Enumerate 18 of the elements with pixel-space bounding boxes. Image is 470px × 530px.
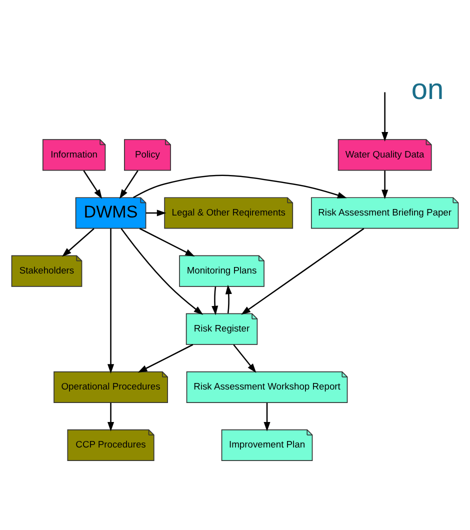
- arrow: [83, 170, 102, 198]
- arrow: [119, 170, 138, 198]
- arrow: [212, 286, 218, 315]
- arrow: [120, 228, 204, 314]
- arrow: [264, 402, 270, 431]
- arrow: [146, 209, 166, 216]
- arrow: [138, 344, 194, 372]
- arrow: [233, 344, 256, 372]
- arrow: [241, 228, 364, 314]
- arrow: [107, 228, 114, 374]
- arrow: [132, 174, 347, 198]
- arrow: [382, 92, 388, 141]
- arrow: [382, 170, 388, 199]
- arrow: [225, 284, 232, 313]
- arrow: [107, 402, 114, 431]
- arrow: [139, 227, 195, 256]
- label: on: [411, 73, 444, 106]
- arrow: [62, 228, 94, 256]
